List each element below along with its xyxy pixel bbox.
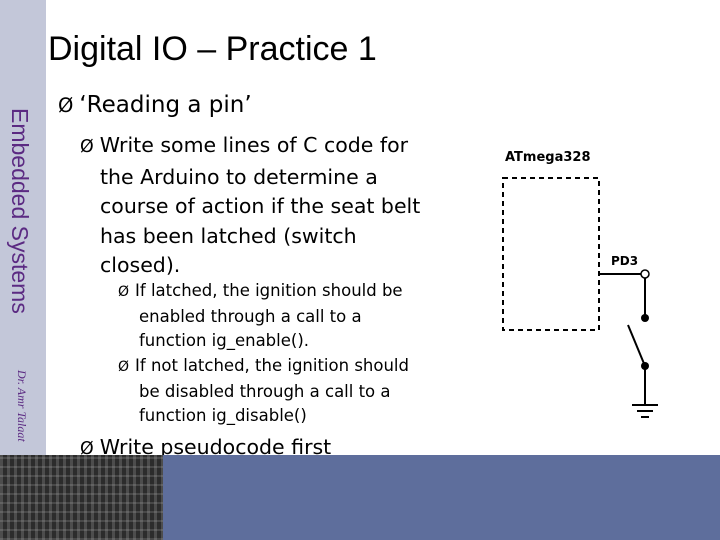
bullet-arrow-icon: Ø bbox=[118, 284, 130, 300]
bullet-line: function ig_enable(). bbox=[139, 331, 310, 350]
bullet-line: the Arduino to determine a bbox=[100, 164, 378, 189]
bullet-line: course of action if the seat belt bbox=[100, 194, 421, 218]
switch-blade bbox=[627, 324, 646, 367]
bullet-line: enabled through a call to a bbox=[139, 306, 362, 326]
ground-icon bbox=[632, 404, 658, 418]
bullet-if-latched: Ø If latched, the ignition should be enab… bbox=[118, 279, 403, 354]
bullet-line: be disabled through a call to a bbox=[139, 381, 391, 401]
bullet-arrow-icon: Ø bbox=[58, 94, 74, 117]
chip-label: ATmega328 bbox=[505, 150, 591, 165]
bullet-line: function ig_disable() bbox=[139, 406, 307, 425]
chip-outline bbox=[502, 177, 600, 331]
bullet-arrow-icon: Ø bbox=[80, 439, 94, 459]
bullet-line: closed). bbox=[100, 253, 181, 277]
bullet-arrow-icon: Ø bbox=[80, 137, 94, 157]
author-name-vertical: Dr. Amr Talaat bbox=[15, 370, 29, 442]
circuit-board-image bbox=[0, 455, 163, 540]
bullet-if-not-latched: Ø If not latched, the ignition should be … bbox=[118, 354, 409, 429]
bullet-line: Write some lines of C code for bbox=[99, 133, 409, 157]
bullet-line: has been latched (switch bbox=[100, 223, 357, 248]
pin-terminal bbox=[640, 269, 650, 279]
bullet-line: If latched, the ignition should be bbox=[135, 281, 403, 300]
switch-contact-top bbox=[641, 314, 649, 322]
left-sidebar-bar bbox=[0, 0, 46, 455]
bullet-text: ‘Reading a pin’ bbox=[79, 92, 252, 118]
bullet-reading-pin: Ø‘Reading a pin’ bbox=[58, 92, 252, 118]
course-name-vertical: Embedded Systems bbox=[7, 108, 33, 314]
slide-title: Digital IO – Practice 1 bbox=[48, 30, 377, 68]
bullet-line: If not latched, the ignition should bbox=[135, 356, 409, 375]
pin-label: PD3 bbox=[611, 254, 639, 268]
circuit-board-image-texture bbox=[0, 455, 163, 540]
bullet-arrow-icon: Ø bbox=[118, 359, 130, 375]
